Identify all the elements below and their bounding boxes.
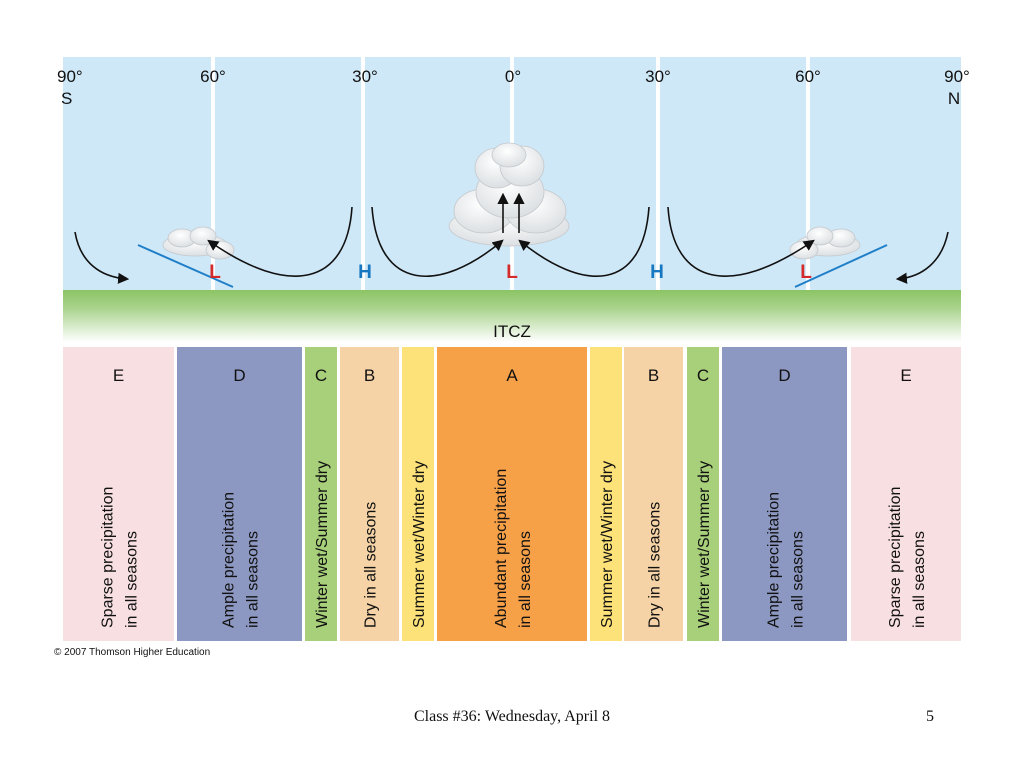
zone-description: Winter wet/Summer dry	[696, 461, 713, 628]
zone-description: Dry in all seasons	[363, 502, 380, 628]
polar-front-south	[137, 244, 234, 288]
arrow-trade-north	[518, 206, 650, 278]
zone-description: Ample precipitation	[221, 492, 238, 628]
pressure-labels: L H L H L	[209, 262, 812, 283]
arrow-trade-south	[371, 206, 504, 278]
zone-band	[687, 347, 719, 641]
zone-description: Abundant precipitation	[493, 469, 510, 628]
zone-description: in all seasons	[517, 531, 534, 628]
latitude-line-60s	[211, 57, 215, 290]
latitude-label: 60°	[200, 67, 226, 86]
latitude-label: 90°	[944, 67, 970, 86]
zone-letter: E	[113, 366, 124, 385]
low-pressure-label: L	[800, 262, 812, 283]
zone-band	[590, 347, 622, 641]
low-pressure-label: L	[209, 262, 221, 283]
zone-band	[63, 347, 174, 641]
polar-front-north	[794, 244, 888, 288]
latitude-line-60n	[806, 57, 810, 290]
zone-description: Ample precipitation	[766, 492, 783, 628]
high-pressure-label: H	[358, 262, 372, 283]
zone-description: Sparse precipitation	[100, 487, 117, 628]
hemisphere-label: N	[948, 89, 960, 108]
slide-footer-title: Class #36: Wednesday, April 8	[413, 708, 611, 725]
arrow-subtropical-south	[207, 206, 353, 277]
zone-letter: C	[315, 366, 327, 385]
latitude-label: 90°	[57, 67, 83, 86]
high-pressure-label: H	[650, 262, 664, 283]
latitude-label: 30°	[645, 67, 671, 86]
arrow-polar-south	[74, 231, 130, 284]
climate-zone-bands: E Sparse precipitation in all seasons D Ampl…	[63, 347, 961, 641]
latitude-labels: 90° S 60° 30° 0° 30° 60° 90° N	[57, 67, 970, 108]
arrow-subtropical-north	[667, 206, 815, 277]
itcz-cloud	[448, 142, 570, 247]
zone-letter: D	[233, 366, 245, 385]
arrow-polar-north	[895, 231, 949, 284]
latitude-label: 30°	[352, 67, 378, 86]
zone-description: Sparse precipitation	[887, 487, 904, 628]
zone-description: Summer wet/Winter dry	[599, 461, 616, 628]
copyright-credit: © 2007 Thomson Higher Education	[54, 647, 211, 658]
circulation-arrows	[74, 192, 949, 284]
zone-description: in all seasons	[790, 531, 807, 628]
zone-band	[402, 347, 434, 641]
zone-band	[305, 347, 337, 641]
zone-description: in all seasons	[124, 531, 141, 628]
zone-band	[722, 347, 847, 641]
zone-letter: C	[697, 366, 709, 385]
itcz-label: ITCZ	[493, 322, 531, 341]
hemisphere-label: S	[61, 89, 72, 108]
zone-letter: D	[778, 366, 790, 385]
ground-strip	[63, 290, 961, 342]
zone-letter: B	[648, 366, 659, 385]
zone-band	[624, 347, 683, 641]
zone-band	[177, 347, 302, 641]
latitude-label: 60°	[795, 67, 821, 86]
zone-letter: B	[364, 366, 375, 385]
latitude-label: 0°	[505, 67, 521, 86]
zone-letter: A	[506, 366, 518, 385]
zone-description: in all seasons	[245, 531, 262, 628]
zone-description: in all seasons	[911, 531, 928, 628]
zone-description: Winter wet/Summer dry	[314, 461, 331, 628]
zone-band	[437, 347, 587, 641]
zone-band	[340, 347, 399, 641]
zone-letter: E	[900, 366, 911, 385]
zone-description: Dry in all seasons	[647, 502, 664, 628]
slide-page-number: 5	[926, 708, 934, 725]
latitude-line-30s	[361, 57, 365, 290]
zone-band	[851, 347, 961, 641]
low-pressure-label: L	[506, 262, 518, 283]
zone-description: Summer wet/Winter dry	[411, 461, 428, 628]
latitude-line-30n	[656, 57, 660, 290]
